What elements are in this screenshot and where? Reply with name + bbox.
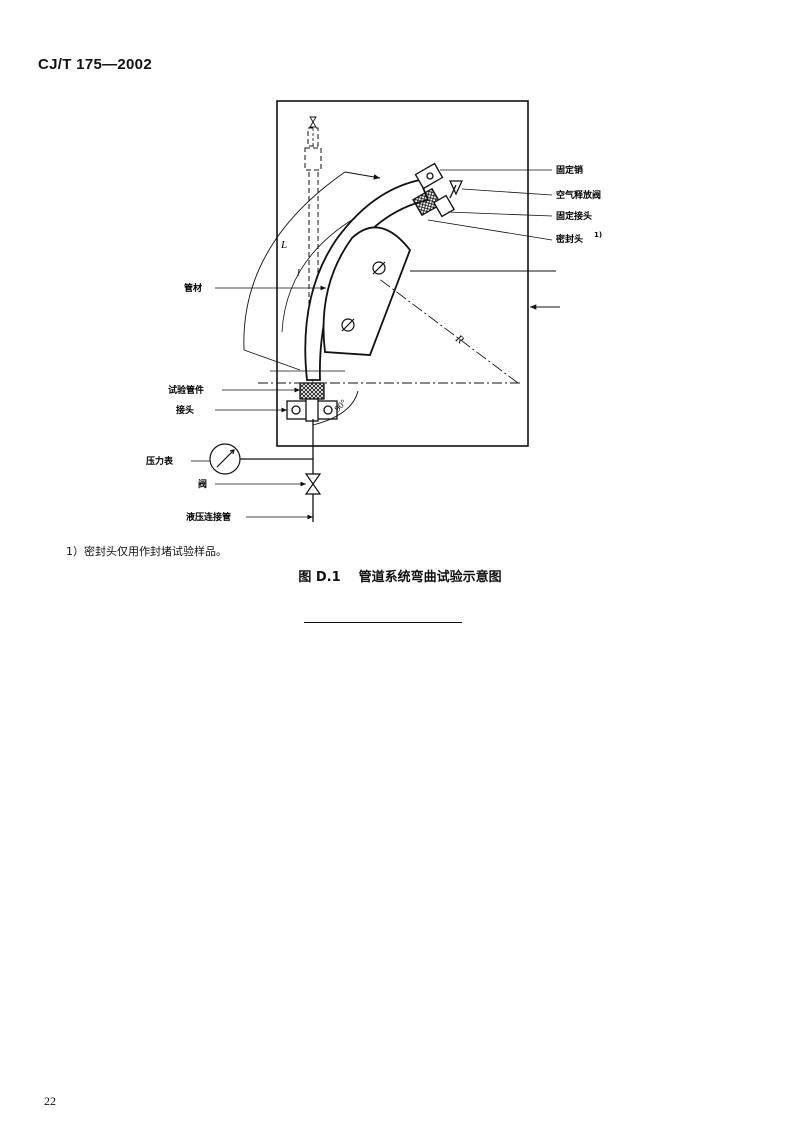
page-number: 22 (44, 1094, 56, 1108)
length-symbol-inner: l (297, 268, 300, 279)
label-fixed-joint: 固定接头 (556, 210, 592, 222)
arc-dimension-inner (281, 217, 356, 333)
label-joint: 接头 (176, 404, 194, 416)
label-hydraulic-connection: 液压连接管 (186, 511, 231, 523)
valve-symbol (304, 473, 322, 495)
radius-line (377, 277, 519, 384)
radius-symbol: R (452, 332, 466, 346)
figure-title: 管道系统弯曲试验示意图 (358, 570, 502, 585)
arc-dimension-outer (243, 171, 346, 351)
pressure-gauge-symbol (209, 443, 241, 475)
figure-caption: 图 D.1 管道系统弯曲试验示意图 (0, 566, 800, 585)
length-symbol-outer: L (280, 239, 287, 251)
figure-footnote: 1）密封头仅用作封堵试验样品。 (66, 545, 227, 558)
standard-code: CJ/T 175—2002 (38, 56, 152, 73)
bottom-joint (286, 398, 338, 422)
bending-test-diagram: R L l 90° 固定销 空气释放阀 固定接头 密封头 1) 管材 试验管件 … (146, 100, 602, 523)
angle-arc (312, 390, 359, 426)
label-air-release-valve: 空气释放阀 (556, 189, 601, 201)
former-bolt-upper (372, 261, 386, 275)
figure-number: 图 D.1 (298, 570, 341, 585)
section-end-rule (304, 622, 462, 623)
top-fixing-assembly (412, 162, 464, 218)
sealing-head-note-mark: 1) (594, 231, 602, 239)
bending-former (322, 226, 412, 356)
label-pressure-gauge: 压力表 (146, 455, 174, 467)
label-sealing-head: 密封头 (555, 233, 583, 245)
former-bolt-lower (341, 318, 355, 332)
test-frame (276, 100, 529, 447)
top-pin-mark (309, 116, 317, 128)
label-valve: 阀 (198, 478, 207, 490)
label-test-fitting: 试验管件 (168, 384, 204, 396)
test-fitting (299, 382, 325, 400)
label-fixing-pin: 固定销 (556, 164, 583, 176)
label-pipe: 管材 (184, 282, 202, 294)
